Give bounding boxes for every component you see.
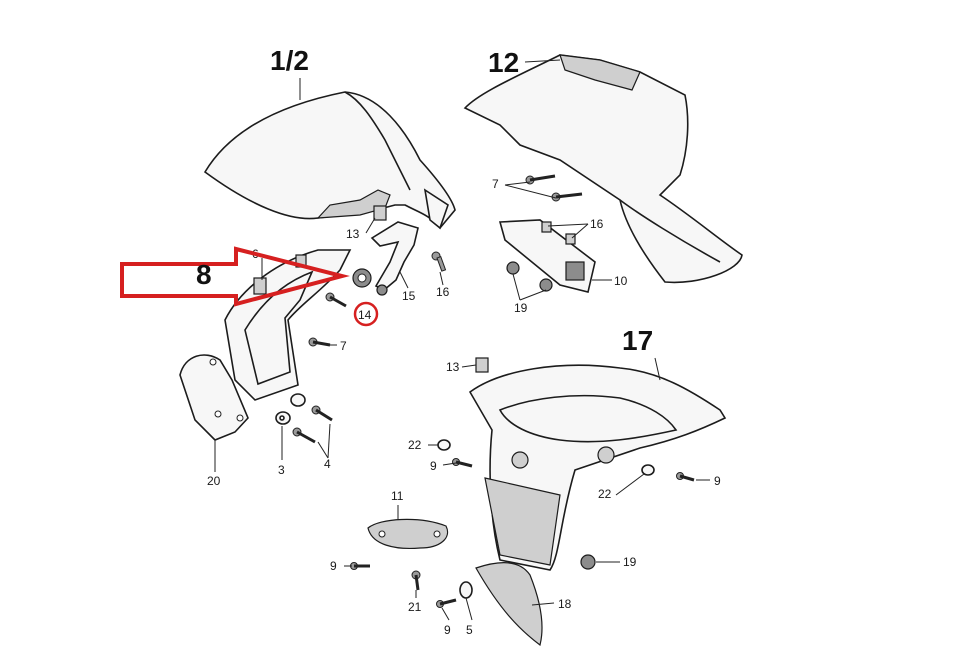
screw-part-4 [292,405,333,444]
bolt-part-16 [431,251,447,272]
callout-20: 20 [207,474,221,488]
callout-16: 16 [436,285,450,299]
assembly-label-8: 8 [196,259,212,290]
under-tray-part [468,364,727,571]
shield-part-18 [475,562,543,647]
callout-15: 15 [402,289,416,303]
callout-10: 10 [614,274,628,288]
callout-9d: 9 [444,623,451,637]
callout-7: 7 [340,339,347,353]
screw-part-9c [350,562,370,570]
clip-part-13b [475,357,489,373]
screw-part-21 [411,570,421,591]
callout-18: 18 [558,597,572,611]
cover-part-10 [498,219,596,293]
assembly-label-17: 17 [622,325,653,356]
bracket-part-15 [370,221,419,296]
washer-part-22a [437,439,451,451]
nut-part-19c [580,554,596,570]
callout-4: 4 [324,457,331,471]
callout-9b: 9 [714,474,721,488]
washer-part-5 [459,581,473,599]
plate-part-20 [179,354,249,441]
callout-22b: 22 [598,487,612,501]
nut-part-14 [352,268,372,288]
clip-part-16 [541,221,552,233]
clip-part-13 [373,205,387,221]
assembly-label-12: 12 [488,47,519,78]
callout-14: 14 [358,308,372,322]
callout-11: 11 [391,489,404,503]
plate-part-11 [367,518,449,550]
assembly-label-1-2: 1/2 [270,45,309,76]
clip-part-16b [565,233,576,245]
bolt-part-7c [525,174,583,202]
callout-21: 21 [408,600,422,614]
screw-part-9a [452,458,473,468]
callout-9: 9 [430,459,437,473]
callout-22: 22 [408,438,422,452]
callout-13b: 13 [446,360,460,374]
bolt-part-7a [325,292,347,308]
callout-19: 19 [514,301,528,315]
washer-part-22b [641,464,655,476]
rear-cover-part [463,54,743,284]
nut-part-19a [506,261,520,275]
washer-part-3 [275,393,306,425]
callout-9c: 9 [330,559,337,573]
clip-part-6 [253,277,267,295]
front-fender-part [203,91,456,230]
callout-13: 13 [346,227,360,241]
highlight-circle [353,301,379,327]
screw-part-9b [676,472,695,482]
callout-7b: 7 [492,177,499,191]
leader-lines [214,181,710,621]
callout-19b: 19 [623,555,637,569]
nut-part-19b [539,278,553,292]
callout-3: 3 [278,463,285,477]
screw-part-9d [436,598,457,608]
highlight-arrow [120,246,350,307]
callout-16b: 16 [590,217,604,231]
callout-5: 5 [466,623,473,637]
